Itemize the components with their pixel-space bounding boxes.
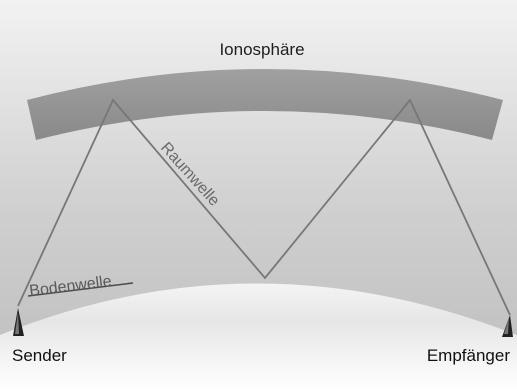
ground-wave-line: [27, 282, 134, 297]
ionosphere-label: Ionosphäre: [219, 40, 304, 59]
receiver-antenna-icon: [502, 315, 513, 337]
receiver-label: Empfänger: [427, 346, 510, 365]
sender-antenna-icon: [13, 308, 24, 336]
sender-label: Sender: [12, 346, 67, 365]
earth-surface: [0, 283, 517, 390]
sky-wave-path: [17, 98, 511, 316]
ionosphere-band: [27, 69, 503, 140]
